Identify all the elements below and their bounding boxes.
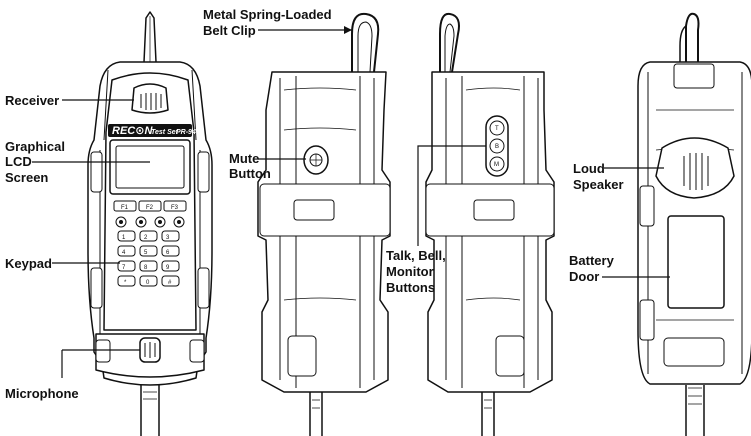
cable [140, 385, 160, 436]
label-receiver-group: Receiver [5, 93, 134, 108]
bell-button[interactable] [489, 138, 505, 154]
key-2[interactable] [139, 230, 158, 242]
key-9-label: 9 [166, 265, 170, 271]
function-keys: F1 F2 F3 [113, 200, 187, 212]
key-2-label: 2 [144, 235, 148, 241]
belt-clip [351, 12, 380, 73]
label-speaker-group: Loud Speaker [573, 161, 664, 192]
round-keys [115, 216, 185, 228]
key-5-label: 5 [144, 250, 148, 256]
label-battery-group: Battery Door [569, 253, 670, 284]
label-microphone: Microphone [5, 386, 79, 401]
label-lcd-group: Graphical LCD Screen [5, 139, 150, 185]
brand-logo: REC⊙N [112, 125, 153, 137]
label-microphone-group: Microphone [5, 349, 140, 401]
key-f2-label: F2 [146, 205, 154, 211]
key-8[interactable] [139, 260, 158, 272]
device-side-view-right: T B M [425, 12, 555, 436]
key-f2[interactable] [138, 200, 162, 212]
key-1[interactable] [117, 230, 136, 242]
label-lcd-line1: Graphical [5, 139, 65, 154]
key-4[interactable] [117, 245, 136, 257]
belt-clip-rear [439, 12, 460, 73]
monitor-button[interactable] [489, 156, 505, 172]
key-1-label: 1 [122, 235, 126, 241]
brand-strip [108, 124, 192, 137]
key-f1-label: F1 [121, 205, 129, 211]
label-speaker-line1: Loud [573, 161, 605, 176]
label-tbm-group: Talk, Bell, Monitor Buttons [386, 145, 486, 295]
key-6[interactable] [161, 245, 180, 257]
lcd-screen [115, 145, 185, 189]
key-f1[interactable] [113, 200, 137, 212]
label-receiver: Receiver [5, 93, 59, 108]
key-f3[interactable] [163, 200, 187, 212]
key-hash[interactable] [161, 275, 180, 287]
key-7[interactable] [117, 260, 136, 272]
digit-keys: 1 2 3 4 5 6 7 8 9 * 0 [117, 230, 180, 287]
key-f3-label: F3 [171, 205, 179, 211]
brand-code: PR-94 [176, 129, 196, 136]
device-back-view [637, 12, 751, 436]
talk-button-label: T [495, 126, 499, 132]
antenna [143, 11, 157, 63]
loud-speaker [655, 137, 735, 199]
key-star-label: * [124, 280, 127, 286]
brand-model: Test Set [151, 129, 179, 136]
receiver [131, 83, 169, 114]
key-6-label: 6 [166, 250, 170, 256]
device-side-view-left [257, 12, 391, 436]
key-0[interactable] [139, 275, 158, 287]
keypad: F1 F2 F3 1 2 3 [113, 200, 187, 287]
key-5[interactable] [139, 245, 158, 257]
talk-bell-monitor-buttons: T B M [485, 115, 509, 177]
label-clip-line1: Metal Spring-Loaded [203, 7, 332, 22]
label-clip-line2: Belt Clip [203, 23, 256, 38]
label-lcd-line3: Screen [5, 170, 48, 185]
key-hash-label: # [168, 280, 172, 286]
label-clip-group: Metal Spring-Loaded Belt Clip [203, 7, 352, 38]
key-0-label: 0 [146, 280, 150, 286]
key-4-label: 4 [122, 250, 126, 256]
device-front-view: REC⊙N Test Set PR-94 F1 F2 F3 [87, 11, 213, 436]
label-lcd-line2: LCD [5, 154, 32, 169]
label-tbm-line1: Talk, Bell, [386, 248, 446, 263]
label-tbm-line3: Buttons [386, 280, 435, 295]
monitor-button-label: M [494, 162, 499, 168]
label-mute-line1: Mute [229, 151, 259, 166]
label-speaker-line2: Speaker [573, 177, 624, 192]
battery-door [667, 215, 725, 309]
label-tbm-line2: Monitor [386, 264, 434, 279]
talk-button[interactable] [489, 120, 505, 136]
label-battery-line1: Battery [569, 253, 615, 268]
key-9[interactable] [161, 260, 180, 272]
key-star[interactable] [117, 275, 136, 287]
key-3[interactable] [161, 230, 180, 242]
key-7-label: 7 [122, 265, 126, 271]
label-mute-group: Mute Button [229, 151, 306, 181]
key-3-label: 3 [166, 235, 170, 241]
label-keypad: Keypad [5, 256, 52, 271]
bell-button-label: B [495, 144, 499, 150]
key-8-label: 8 [144, 265, 148, 271]
label-mute-line2: Button [229, 166, 271, 181]
label-battery-line2: Door [569, 269, 599, 284]
label-keypad-group: Keypad [5, 256, 120, 271]
